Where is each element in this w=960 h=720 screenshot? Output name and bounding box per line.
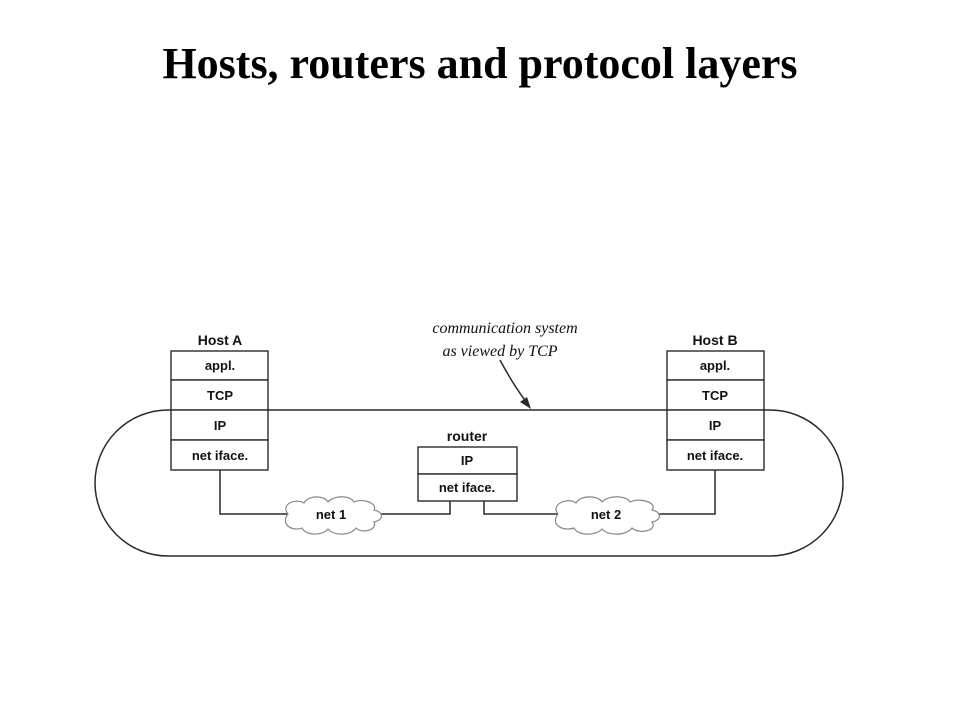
host-a-layer-netiface [170, 439, 269, 471]
host-b-layer-netiface-label: net iface. [687, 448, 743, 463]
host-b-label: Host B [692, 332, 737, 348]
router-layer-netiface [417, 473, 518, 502]
net1-cloud-shape [284, 496, 383, 535]
router-stack: router IP net iface. [417, 428, 518, 502]
host-b-layer-netiface [666, 439, 765, 471]
router-label: router [447, 428, 488, 444]
net2-cloud-shape [554, 496, 661, 535]
host-a-layer-tcp-label: TCP [207, 388, 233, 403]
net2-cloud: net 2 [554, 496, 661, 535]
host-a-layer-ip [170, 409, 269, 441]
wire-net2-host-b [652, 470, 716, 515]
host-a-layer-appl [170, 350, 269, 381]
net2-label: net 2 [591, 507, 621, 522]
host-a-layer-netiface-label: net iface. [192, 448, 248, 463]
wire-net1-router [376, 500, 451, 515]
wire-host-a-net1 [219, 470, 288, 515]
host-b-layer-appl [666, 350, 765, 381]
host-a-layer-appl-label: appl. [205, 358, 235, 373]
host-b-layer-tcp-label: TCP [702, 388, 728, 403]
tcp-view-annotation: communication system as viewed by TCP [432, 320, 577, 360]
host-b-layer-appl-label: appl. [700, 358, 730, 373]
slide-title: Hosts, routers and protocol layers [162, 39, 798, 88]
host-b-layer-ip [666, 409, 765, 441]
host-b-layer-ip-label: IP [709, 418, 722, 433]
annotation-arrowhead [520, 397, 531, 409]
router-layer-ip-label: IP [461, 453, 474, 468]
host-a-layer-ip-label: IP [214, 418, 227, 433]
host-a-label: Host A [198, 332, 243, 348]
annotation-pointer-line [499, 359, 529, 405]
annotation-line-1: communication system [432, 320, 577, 337]
host-b-stack: Host B appl. TCP IP net iface. [666, 332, 765, 471]
host-a-stack: Host A appl. TCP IP net iface. [170, 332, 269, 471]
communication-system-boundary [94, 409, 844, 557]
net1-label: net 1 [316, 507, 346, 522]
router-layer-ip [417, 446, 518, 475]
annotation-line-2: as viewed by TCP [442, 343, 557, 360]
host-b-layer-tcp [666, 379, 765, 411]
net1-cloud: net 1 [284, 496, 383, 535]
router-layer-netiface-label: net iface. [439, 480, 495, 495]
wire-router-net2 [483, 500, 558, 515]
